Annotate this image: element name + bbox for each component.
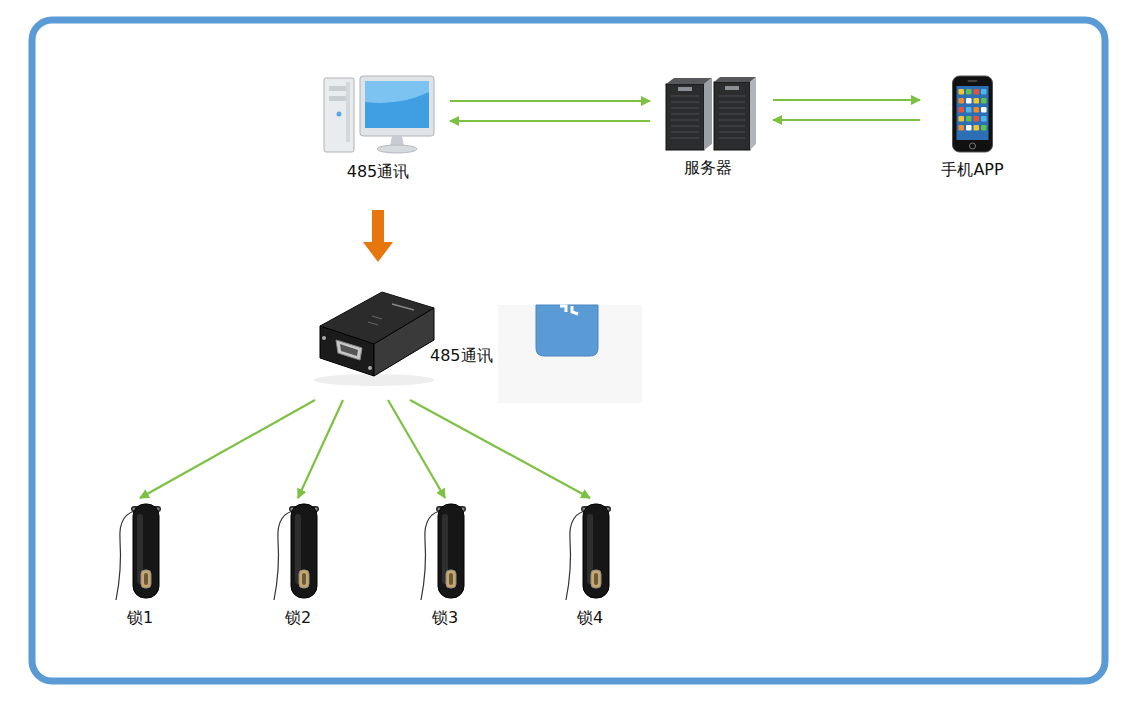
thick-arrow	[363, 210, 393, 262]
lock-node: 锁3	[415, 500, 475, 628]
lock-node: 锁1	[110, 500, 170, 628]
cropped-panel	[498, 305, 642, 403]
lock-icon	[274, 504, 319, 600]
lock-node: 锁4	[560, 500, 620, 628]
icon-art	[268, 500, 328, 604]
conv-node: 485通讯	[312, 288, 502, 400]
pc-node: 485通讯	[320, 72, 436, 182]
lock-icon	[566, 504, 611, 600]
flow-arrow	[450, 100, 650, 102]
flow-arrow	[298, 400, 343, 498]
icon-art	[658, 76, 758, 154]
node-label: 锁3	[415, 608, 475, 628]
flow-arrow	[773, 99, 920, 101]
icon-art	[560, 500, 620, 604]
cropped-blue-tile	[536, 305, 598, 356]
phone-node: 手机APP	[930, 74, 1015, 180]
server-node: 服务器	[658, 76, 758, 178]
cropped-glyph-fragment	[560, 306, 578, 314]
node-label: 手机APP	[930, 160, 1015, 180]
node-label: 锁4	[560, 608, 620, 628]
icon-art	[110, 500, 170, 604]
lock-node: 锁2	[268, 500, 328, 628]
icon-art	[415, 500, 475, 604]
phone-icon	[953, 76, 993, 152]
flow-arrow	[410, 400, 590, 498]
node-label: 485通讯	[430, 346, 493, 366]
node-label: 锁2	[268, 608, 328, 628]
node-label: 服务器	[658, 158, 758, 178]
lock-icon	[116, 504, 161, 600]
node-label: 485通讯	[320, 162, 436, 182]
icon-art	[930, 74, 1015, 156]
node-label: 锁1	[110, 608, 170, 628]
outer-frame	[32, 20, 1105, 681]
icon-art	[320, 72, 436, 158]
server-icon	[666, 77, 756, 150]
conv-icon	[314, 292, 434, 386]
pc-icon	[324, 76, 434, 153]
flow-arrow	[140, 400, 315, 498]
lock-icon	[421, 504, 466, 600]
flow-arrow	[450, 120, 650, 122]
flow-arrow	[773, 119, 920, 121]
icon-art	[312, 288, 437, 388]
